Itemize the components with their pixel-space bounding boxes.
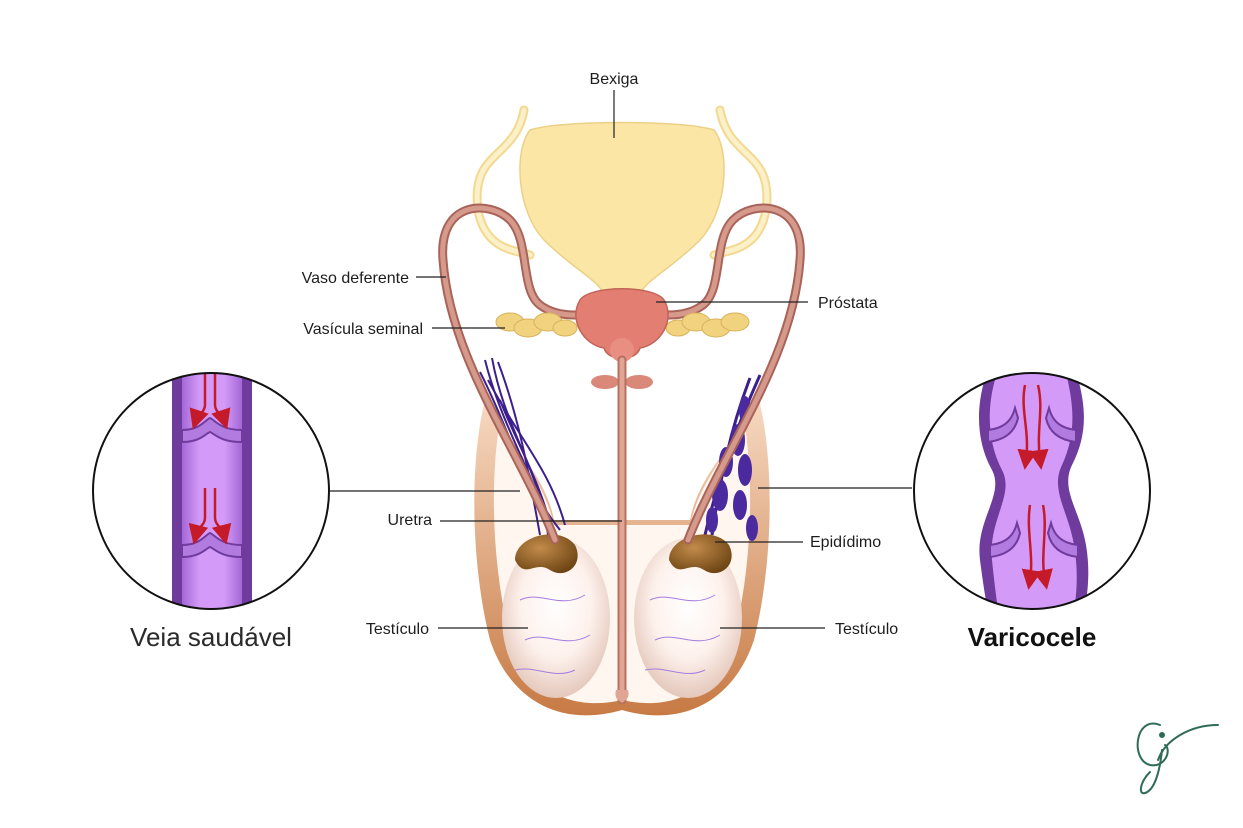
- varicocele-inset: [913, 372, 1151, 610]
- label-urethra: Uretra: [388, 512, 433, 529]
- leader-lines: [330, 90, 912, 629]
- seminal-vesicles: [495, 312, 750, 338]
- bladder: [519, 121, 725, 296]
- vas-deferens: [438, 203, 805, 545]
- epididymis: [515, 534, 732, 574]
- prostate: [575, 288, 669, 389]
- testicles: [502, 538, 742, 698]
- label-testicle-right: Testículo: [835, 621, 898, 638]
- label-prostate: Próstata: [818, 295, 878, 312]
- urethra: [615, 355, 629, 705]
- caption-healthy-vein: Veia saudável: [130, 622, 292, 652]
- healthy-vein-inset: [92, 372, 330, 610]
- label-seminal-vesicle: Vasícula seminal: [303, 321, 423, 338]
- label-testicle-left: Testículo: [366, 621, 429, 638]
- caption-varicocele: Varicocele: [968, 622, 1097, 652]
- label-bladder: Bexiga: [590, 71, 639, 88]
- label-epididymis: Epidídimo: [810, 534, 881, 551]
- logo-icon: [1136, 722, 1219, 795]
- label-vas-deferens: Vaso deferente: [302, 270, 409, 287]
